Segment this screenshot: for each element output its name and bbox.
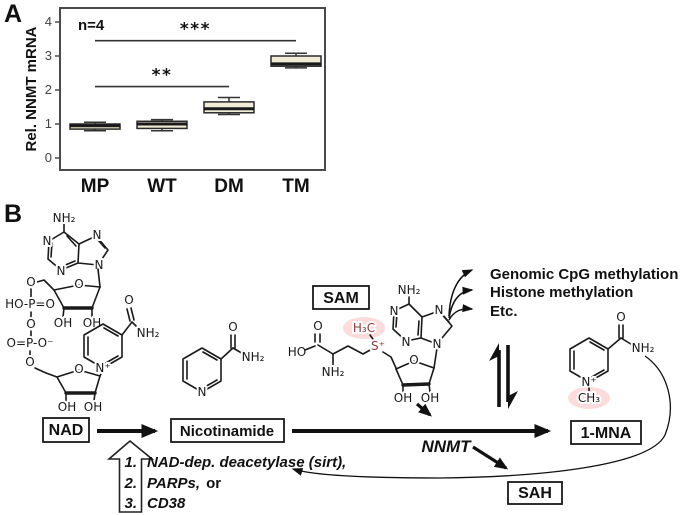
consumer-2-text: PARPs,or <box>147 475 221 492</box>
y-tick-label: 2 <box>45 82 52 97</box>
fan-arrow-3 <box>448 304 474 321</box>
x-category-label: TM <box>282 176 309 197</box>
y-tick-label: 1 <box>45 116 52 131</box>
mna-methyl-ch3: CH₃ <box>578 391 600 405</box>
mna-n-plus: N⁺ <box>581 375 596 389</box>
nad-consumption-arrow <box>106 439 155 513</box>
nad-amide-o: O <box>124 293 133 307</box>
fan-arrow-1 <box>448 269 474 317</box>
nad-n3: N <box>57 264 66 278</box>
mna-methyl-highlight <box>568 387 610 409</box>
nad-ribose2-oh2: OH <box>84 400 102 414</box>
nicotinamide-amide-o: O <box>228 320 237 334</box>
mna-box: 1-MNA <box>570 420 642 445</box>
nad-ribose1-o: O <box>74 277 83 291</box>
sam-adenine-n9: N <box>433 337 442 351</box>
y-axis-label: Rel. NNMT mRNA <box>23 26 40 151</box>
nad-n7: N <box>93 228 102 242</box>
sah-box-label: SAH <box>518 485 552 502</box>
nad-phosphate2: O=P-O⁻ <box>7 336 54 350</box>
consumer-2-num: 2. <box>123 475 137 492</box>
output-genomic-cpg: Genomic CpG methylation <box>490 266 678 283</box>
mna-amide-nh2: NH₂ <box>632 341 655 355</box>
nad-structure: NH₂ N N N N O OH OH O HO-P=O O O=P-O⁻ <box>3 209 162 416</box>
nicotinamide-amide-nh2: NH₂ <box>242 350 265 364</box>
nicotinamide-n: N <box>198 385 207 399</box>
methylation-outputs: Genomic CpG methylation Histone methylat… <box>448 266 678 321</box>
nicotinamide-box: Nicotinamide <box>170 418 285 443</box>
nad-ribose1-oh2: OH <box>83 316 101 330</box>
nad-n1: N <box>43 234 52 248</box>
sam-adenine-n1: N <box>390 304 399 318</box>
sam-adenine-n3: N <box>402 335 411 349</box>
sam-ho: HO <box>288 345 306 359</box>
nad-n9: N <box>95 258 104 272</box>
sam-carboxyl-o: O <box>313 319 322 333</box>
significance-stars: ** <box>152 66 173 86</box>
sam-adenine-nh2: NH₂ <box>398 283 421 297</box>
sah-box: SAH <box>507 481 563 505</box>
equilibrium-arrows <box>489 343 518 409</box>
nad-amide-nh2: NH₂ <box>137 326 160 340</box>
nad-ribose2-oh: OH <box>58 400 76 414</box>
significance-stars: *** <box>180 20 211 40</box>
nad-o-link3: O <box>25 355 34 369</box>
sam-structure: O HO NH₂ H₃C S⁺ O OH OH <box>286 281 453 417</box>
mna-amide-o: O <box>616 310 625 324</box>
mna-feedback-arrow <box>291 355 671 479</box>
sam-entry-arrow <box>415 402 432 417</box>
nnmt-pathway-diagram: NH₂ N N N N O OH OH O HO-P=O O O=P-O⁻ <box>3 209 678 513</box>
sam-methyl-highlight <box>343 317 385 339</box>
output-histone: Histone methylation <box>490 284 633 301</box>
nad-consumer-list: 1. NAD-dep. deacetylase (sirt), 2. PARPs… <box>123 454 346 512</box>
box-TM <box>270 55 322 67</box>
panel-b-label: B <box>4 200 23 228</box>
plot-frame <box>59 7 326 171</box>
sam-nh2: NH₂ <box>322 365 345 379</box>
consumer-3-text: CD38 <box>147 495 186 512</box>
nad-phosphate1: HO-P=O <box>5 297 55 311</box>
nad-o-link1: O <box>26 275 35 289</box>
sam-adenine-n7: N <box>435 303 444 317</box>
nnmt-to-sah-arrow <box>472 445 509 470</box>
nicotinamide-structure: N O NH₂ <box>182 318 267 401</box>
nicotinamide-box-label: Nicotinamide <box>180 423 274 440</box>
sam-ribose-oh2: OH <box>421 391 439 405</box>
consumer-3-num: 3. <box>124 495 137 512</box>
sam-methyl-h3c: H₃C <box>353 321 375 335</box>
mna-structure: N⁺ CH₃ O NH₂ <box>568 308 657 409</box>
enzyme-nnmt-label: NNMT <box>421 437 472 456</box>
mna-box-label: 1-MNA <box>581 425 632 442</box>
x-category-label: MP <box>81 176 110 197</box>
sam-ribose-oh: OH <box>394 391 412 405</box>
x-category-label: WT <box>147 176 177 197</box>
nad-adenine-nh2: NH₂ <box>53 211 76 225</box>
panel-a-label: A <box>4 0 23 28</box>
x-category-label: DM <box>214 176 244 197</box>
consumer-1-text: NAD-dep. deacetylase (sirt), <box>147 454 346 471</box>
sam-box-label: SAM <box>323 290 359 307</box>
sam-box: SAM <box>312 285 370 310</box>
y-tick-label: 3 <box>45 48 52 63</box>
y-tick-label: 0 <box>45 150 52 165</box>
nad-box-label: NAD <box>49 422 84 439</box>
nad-box: NAD <box>42 417 90 443</box>
sample-size-annotation: n=4 <box>78 17 105 34</box>
consumer-1-num: 1. <box>124 454 137 471</box>
nad-ribose2-o: O <box>74 362 83 376</box>
nad-pyridinium-n: N⁺ <box>95 361 110 375</box>
output-etc: Etc. <box>490 303 518 320</box>
nad-o-link2: O <box>26 317 35 331</box>
y-tick-label: 4 <box>45 14 52 29</box>
nad-ribose1-oh: OH <box>54 316 72 330</box>
fan-arrow-2 <box>448 286 474 319</box>
sam-ribose-o: O <box>409 353 418 367</box>
sam-sulfonium: S⁺ <box>371 339 385 353</box>
